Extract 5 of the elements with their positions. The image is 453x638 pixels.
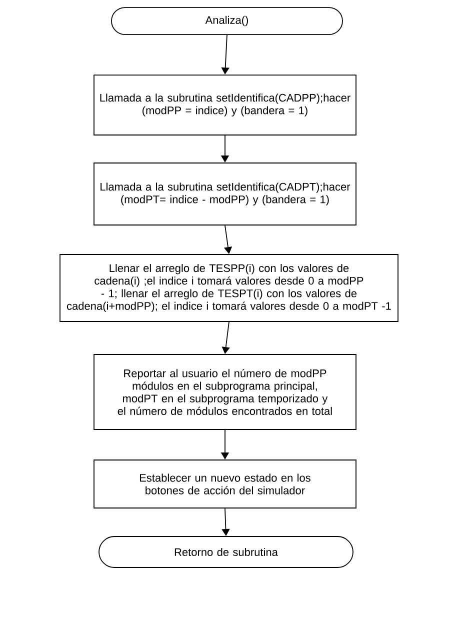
process-box: Reportar al usuario el número de modPP módulos en el subprograma principal, modPT en el subprograma temporizado y el número de módulos encontrados en total — [94, 354, 356, 430]
process-box: Establecer un nuevo estado en los botones de acción del simulador — [94, 460, 356, 508]
process-box: Llenar el arreglo de TESPP(i) con los valores de cadena(i) ;el indice i tomará valores desde 0 a modPP - 1; llenar el arreglo de TESPT(i) con los valores de cadena(i+modPP); el indice i tomará valores desde 0 a modPT -1 — [60, 254, 398, 322]
process-box: Llamada a la subrutina setIdentifica(CADPP);hacer (modPP = indice) y (bandera = 1) — [94, 74, 356, 136]
process-box: Llamada a la subrutina setIdentifica(CADPT);hacer (modPT= indice - modPP) y (bandera = 1) — [94, 162, 356, 226]
